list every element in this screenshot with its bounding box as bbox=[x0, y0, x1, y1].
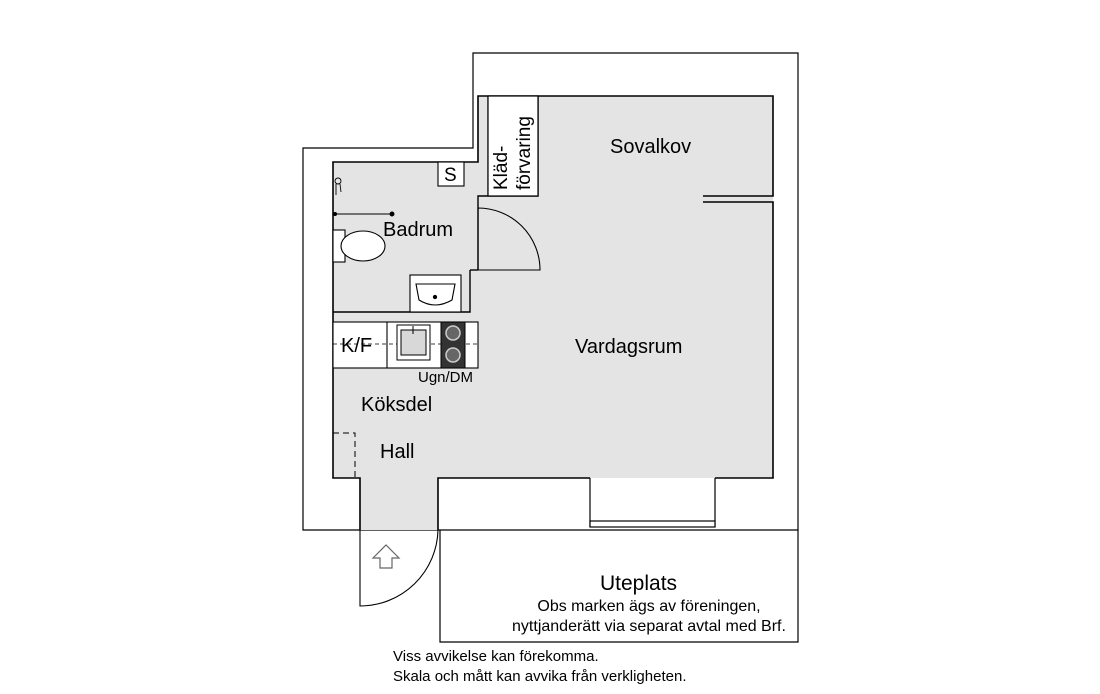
entry-arrow-icon bbox=[371, 544, 401, 569]
room-label-sovalkov: Sovalkov bbox=[610, 136, 691, 158]
storage-label: S bbox=[444, 165, 457, 186]
wardrobe bbox=[487, 95, 539, 197]
bathroom-door bbox=[477, 207, 541, 271]
storage-box bbox=[437, 161, 465, 187]
bathroom-sink-icon bbox=[409, 274, 462, 313]
hall-closet bbox=[333, 432, 356, 478]
room-label-koksdel: Köksdel bbox=[361, 394, 432, 416]
uteplats-note-line2: nyttjanderätt via separat avtal med Brf. bbox=[512, 618, 786, 635]
disclaimer-line2: Skala och mått kan avvika från verklighe… bbox=[393, 668, 687, 685]
exterior-walls bbox=[332, 95, 774, 530]
room-label-badrum: Badrum bbox=[383, 219, 453, 241]
room-label-vardagsrum: Vardagsrum bbox=[575, 336, 682, 358]
fridge-freezer-label: K/F bbox=[341, 335, 372, 357]
room-label-uteplats: Uteplats bbox=[600, 572, 677, 595]
wardrobe-label: Kläd- förvaring bbox=[491, 116, 535, 190]
disclaimer-line1: Viss avvikelse kan förekomma. bbox=[393, 648, 599, 665]
terrace-boundary bbox=[439, 530, 799, 643]
shower-icon bbox=[332, 177, 395, 217]
toilet-icon bbox=[332, 229, 386, 263]
wardrobe-label-line2: förvaring bbox=[514, 116, 535, 190]
uteplats-note-line1: Obs marken ägs av föreningen, bbox=[537, 598, 760, 615]
apartment-floor bbox=[333, 96, 773, 530]
wardrobe-label-line1: Kläd- bbox=[491, 146, 512, 190]
kitchen-sink-icon bbox=[396, 324, 431, 361]
oven-dishwasher-label: Ugn/DM bbox=[418, 369, 473, 386]
stove-icon bbox=[440, 321, 466, 369]
room-label-hall: Hall bbox=[380, 441, 414, 463]
window bbox=[589, 478, 716, 528]
entrance-door bbox=[359, 529, 439, 607]
